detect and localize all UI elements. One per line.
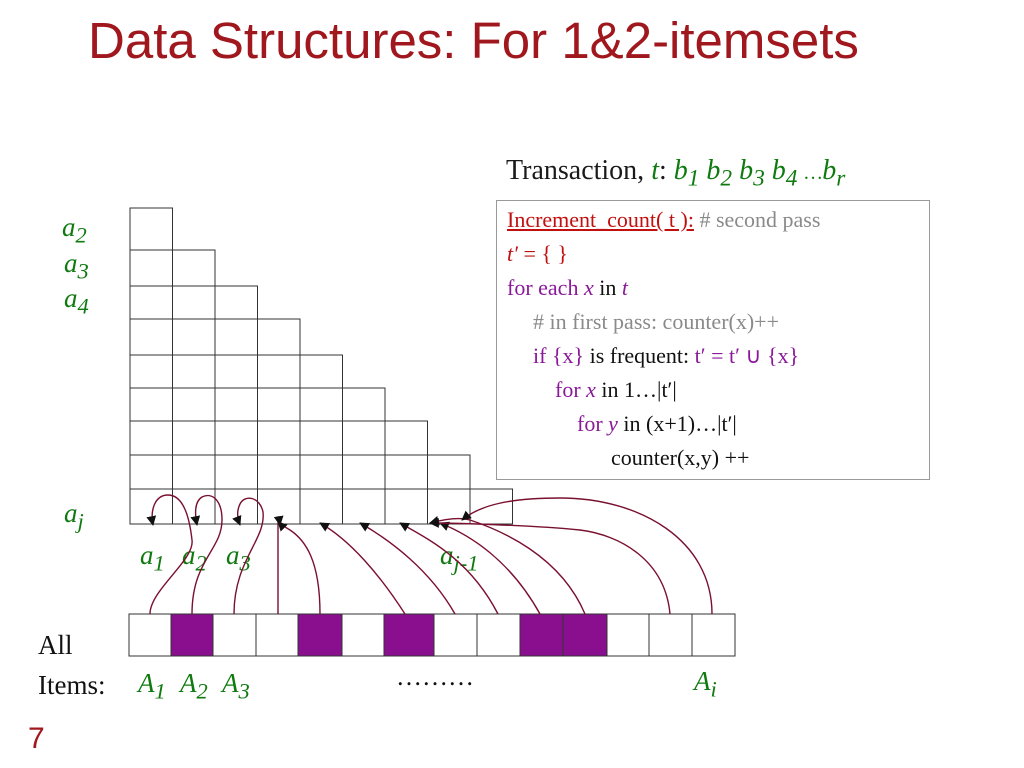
item-cell (212, 613, 257, 657)
mapping-arrow (461, 497, 713, 615)
mapping-arrow (273, 515, 284, 614)
code-line-7: for y in (x+1)…|t′| (577, 411, 737, 436)
matrix-cell (129, 454, 173, 490)
item-cell (128, 613, 172, 657)
triangular-count-matrix (129, 207, 513, 525)
pseudocode-box: Increment_count( t ): # second pass t′ =… (496, 200, 930, 480)
mapping-arrow (232, 497, 264, 615)
mapping-arrow (429, 518, 671, 615)
code-line-4: # in first pass: counter(x)++ (533, 309, 779, 334)
matrix-cell (129, 354, 173, 389)
row-label-aj: aj (64, 498, 84, 534)
matrix-cell (299, 454, 343, 490)
matrix-cell (299, 387, 343, 422)
item-cell (519, 613, 564, 657)
code-line-2: t′ = { } (507, 241, 568, 266)
item-label-A3: A3 (222, 668, 250, 704)
item-cell (433, 613, 478, 657)
matrix-cell (172, 285, 216, 320)
matrix-cell (172, 488, 216, 525)
matrix-cell (129, 207, 173, 251)
item-label-Ai: Ai (694, 666, 717, 702)
matrix-cell (342, 454, 386, 490)
row-label-a3: a3 (64, 248, 89, 284)
col-label-a1: a1 (140, 540, 165, 576)
matrix-cell (384, 488, 428, 525)
item-cell (606, 613, 650, 657)
matrix-cell (172, 420, 216, 456)
item-cell (562, 613, 608, 657)
matrix-cell (214, 420, 258, 456)
mapping-arrow (359, 522, 456, 615)
mapping-arrow (190, 494, 223, 615)
matrix-cell (342, 387, 386, 422)
item-label-A1: A1 (138, 668, 166, 704)
matrix-cell (299, 420, 343, 456)
items-ellipsis: ……… (396, 662, 474, 691)
matrix-cell (129, 488, 173, 525)
row-label-a4: a4 (64, 283, 89, 319)
transaction-label: Transaction, t: b1 b2 b3 b4 …br (506, 155, 846, 192)
matrix-cell (299, 354, 343, 389)
matrix-cell (214, 285, 258, 320)
code-line-6: for x in 1…|t′| (555, 377, 677, 402)
matrix-cell (172, 387, 216, 422)
item-cell (170, 613, 214, 657)
matrix-cell (342, 420, 386, 456)
page-number: 7 (28, 722, 45, 755)
item-cell (691, 613, 736, 657)
matrix-cell (214, 454, 258, 490)
matrix-cell (214, 354, 258, 389)
code-line-8: counter(x,y) ++ (611, 445, 750, 470)
item-cell (255, 613, 299, 657)
mapping-arrow (399, 522, 499, 615)
row-label-a2: a2 (62, 212, 87, 248)
matrix-cell (427, 454, 471, 490)
matrix-cell (257, 354, 301, 389)
mapping-arrow (439, 521, 541, 615)
code-line-3: for each x in t (507, 275, 628, 300)
item-cell (476, 613, 521, 657)
code-line-1: Increment_count( t ): # second pass (507, 207, 821, 232)
col-label-aj1: aj-1 (440, 540, 479, 576)
matrix-cell (257, 387, 301, 422)
matrix-cell (172, 354, 216, 389)
item-label-A2: A2 (180, 668, 208, 704)
mapping-arrow (277, 521, 321, 615)
matrix-cell (214, 318, 258, 356)
mapping-arrow (429, 515, 586, 615)
matrix-cell (384, 420, 428, 456)
item-cell (648, 613, 693, 657)
matrix-cell (384, 454, 428, 490)
matrix-cell (299, 488, 343, 525)
col-label-a2: a2 (182, 540, 207, 576)
mapping-arrow (319, 522, 406, 615)
matrix-cell (172, 249, 216, 287)
matrix-cell (129, 285, 173, 320)
matrix-cell (129, 249, 173, 287)
matrix-cell (257, 318, 301, 356)
slide-title: Data Structures: For 1&2-itemsets (88, 12, 859, 69)
item-cell (341, 613, 385, 657)
all-items-array (128, 613, 736, 657)
matrix-cell (214, 387, 258, 422)
item-cell (383, 613, 435, 657)
code-line-5: if {x} is frequent: t′ = t′ ∪ {x} (533, 343, 800, 368)
matrix-cell (172, 454, 216, 490)
matrix-cell (469, 488, 513, 525)
item-cell (297, 613, 343, 657)
matrix-cell (257, 420, 301, 456)
mapping-arrow (146, 494, 193, 615)
matrix-cell (172, 318, 216, 356)
matrix-cell (129, 420, 173, 456)
all-items-label: All Items: (38, 630, 106, 700)
matrix-cell (129, 318, 173, 356)
matrix-cell (342, 488, 386, 525)
matrix-cell (129, 387, 173, 422)
mapping-arrows (146, 494, 713, 615)
matrix-cell (257, 454, 301, 490)
